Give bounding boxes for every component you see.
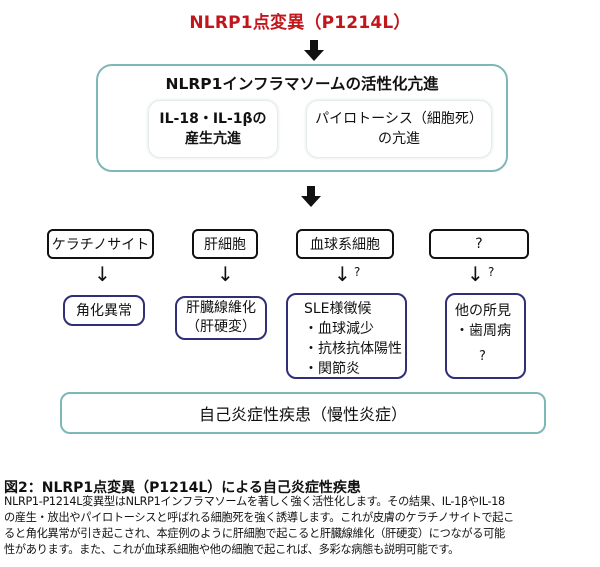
caption-line: NLRP1-P1214L変異型はNLRP1インフラマソームを著しく強く活性化しま… — [4, 495, 505, 508]
result-line: 肝臓線維化 — [186, 300, 256, 316]
uncertain-mark: ? — [488, 265, 495, 279]
result-line: 他の所見 — [455, 303, 511, 319]
result-line: ? — [479, 349, 486, 364]
result-liver-fibrosis: 肝臓線維化 （肝硬変） — [175, 296, 267, 340]
result-other-findings: 他の所見 ・歯周病 ? — [445, 293, 526, 379]
cell-label: ? — [475, 236, 483, 252]
cell-label: ケラチノサイト — [51, 237, 150, 253]
caption-line: の産生・放出やパイロトーシスと呼ばれる細胞死を強く誘導します。これが皮膚のケラチ… — [4, 511, 515, 524]
thin-down-arrow-icon: ↓ — [217, 262, 234, 286]
cell-label: 血球系細胞 — [310, 237, 380, 253]
down-arrow-icon — [301, 186, 321, 207]
cell-box-blood-cell: 血球系細胞 — [296, 229, 394, 259]
result-line: ・血球減少 — [304, 321, 374, 337]
down-arrow-icon — [304, 40, 324, 61]
pyroptosis-box: パイロトーシス（細胞死） の亢進 — [306, 100, 492, 158]
result-line: ・関節炎 — [304, 361, 360, 377]
caption-line: 性があります。また、これが血球系細胞や他の細胞で起これば、多彩な病態も説明可能で… — [4, 543, 460, 556]
mutation-title: NLRP1点変異（P1214L） — [189, 13, 411, 33]
disease-label: 自己炎症性疾患（慢性炎症） — [198, 405, 407, 424]
pyroptosis-line-1: パイロトーシス（細胞死） — [315, 111, 483, 127]
result-sle-like-signs: SLE様徴候 ・血球減少 ・抗核抗体陽性 ・関節炎 — [286, 293, 407, 379]
pyroptosis-line-2: の亢進 — [378, 131, 420, 147]
cell-box-unknown: ? — [429, 229, 529, 259]
cell-box-hepatocyte: 肝細胞 — [192, 229, 258, 259]
result-line: SLE様徴候 — [304, 301, 372, 317]
thin-down-arrow-icon: ↓ — [467, 262, 484, 286]
figure-caption-body: NLRP1-P1214L変異型はNLRP1インフラマソームを著しく強く活性化しま… — [4, 494, 600, 558]
result-line: 角化異常 — [76, 302, 132, 319]
cell-box-keratinocyte: ケラチノサイト — [47, 229, 154, 259]
cytokine-production-box: IL-18・IL-1βの 産生亢進 — [148, 100, 278, 158]
cell-label: 肝細胞 — [204, 237, 246, 253]
result-keratinization-abnormality: 角化異常 — [63, 295, 145, 326]
result-line: ・歯周病 — [455, 323, 511, 339]
thin-down-arrow-icon: ↓ — [94, 262, 111, 286]
figure-caption-title: 図2：NLRP1点変異（P1214L）による自己炎症性疾患 — [4, 480, 361, 496]
result-line: （肝硬変） — [186, 319, 256, 335]
uncertain-mark: ? — [354, 265, 361, 279]
autoinflammatory-disease-box: 自己炎症性疾患（慢性炎症） — [60, 392, 546, 434]
caption-line: ると角化異常が引き起こされ、本症例のように肝細胞で起こると肝臓線維化（肝硬変）に… — [4, 527, 505, 540]
result-line: ・抗核抗体陽性 — [304, 341, 402, 357]
cytokine-line-1: IL-18・IL-1βの — [159, 111, 267, 127]
cytokine-line-2: 産生亢進 — [185, 131, 241, 147]
inflammasome-activation-title: NLRP1インフラマソームの活性化亢進 — [165, 75, 439, 93]
thin-down-arrow-icon: ↓ — [334, 262, 351, 286]
